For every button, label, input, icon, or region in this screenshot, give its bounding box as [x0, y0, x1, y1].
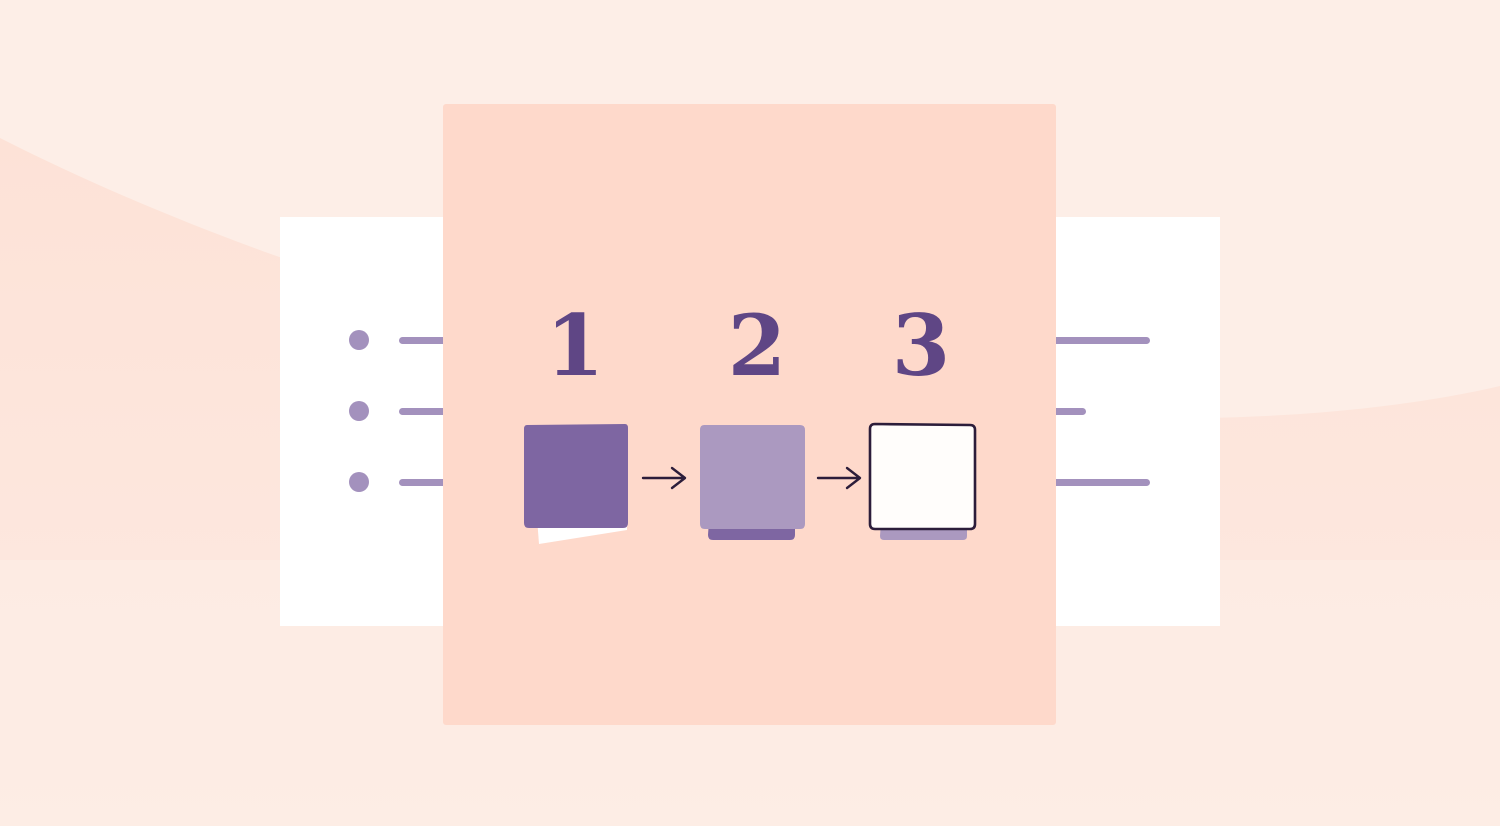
- square-3: [868, 422, 977, 531]
- right-line-1: [1050, 337, 1150, 344]
- step-number-1: 1: [545, 296, 605, 395]
- step-number-3: 3: [891, 296, 951, 395]
- square-2: [700, 425, 805, 529]
- bullet-2: [349, 401, 369, 421]
- outline-square-icon: [868, 422, 977, 540]
- right-line-3: [1050, 479, 1150, 486]
- right-line-2: [1050, 408, 1086, 415]
- arrow-right-icon: [641, 466, 687, 490]
- list-line-3: [399, 479, 459, 486]
- bullet-3: [349, 472, 369, 492]
- left-list-card: [280, 217, 459, 626]
- right-list-card: [1050, 217, 1220, 626]
- square-1: [524, 424, 628, 528]
- list-line-2: [399, 408, 459, 415]
- list-line-1: [399, 337, 459, 344]
- step-number-2: 2: [727, 296, 787, 395]
- arrow-right-icon: [816, 466, 862, 490]
- bullet-1: [349, 330, 369, 350]
- steps-panel: [443, 104, 1056, 725]
- filled-square-icon: [524, 424, 628, 544]
- light-square-icon: [700, 425, 805, 540]
